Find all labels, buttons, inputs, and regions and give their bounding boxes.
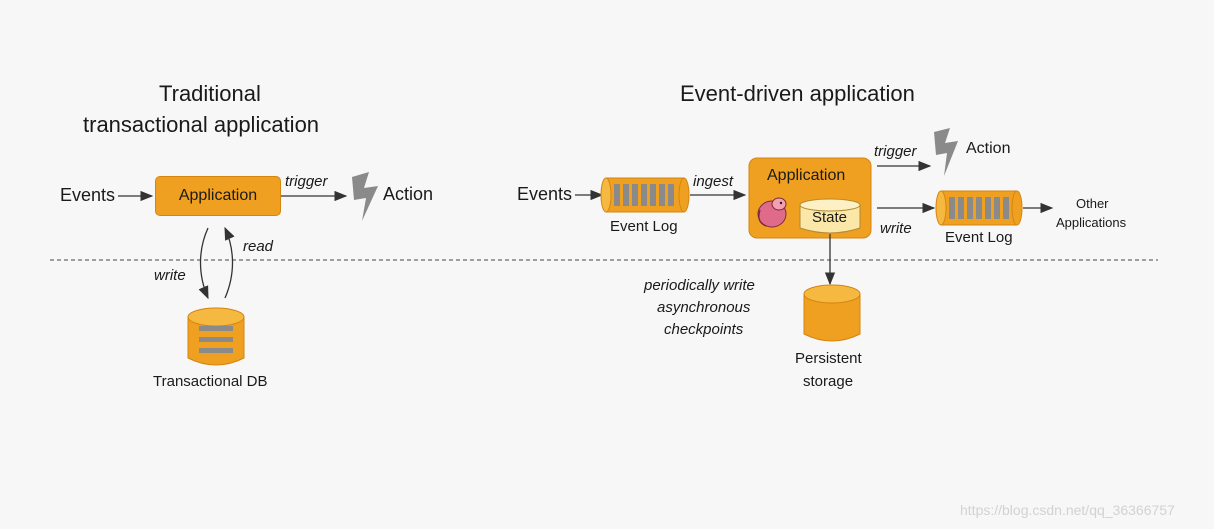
left-title-line2: transactional application bbox=[83, 112, 320, 137]
event-log-out-icon bbox=[935, 190, 1023, 226]
storage-line2: storage bbox=[803, 373, 854, 390]
watermark-text: https://blog.csdn.net/qq_36366757 bbox=[960, 502, 1175, 518]
ingest-label: ingest bbox=[693, 173, 734, 190]
left-read-label: read bbox=[243, 238, 274, 255]
state-label: State bbox=[812, 209, 848, 226]
checkpoint-line1: periodically write bbox=[644, 277, 755, 294]
left-write-label: write bbox=[154, 267, 186, 284]
right-events-label: Events bbox=[517, 184, 573, 204]
state-cylinder-icon bbox=[799, 198, 861, 234]
right-write-label: write bbox=[880, 220, 912, 237]
database-icon bbox=[187, 307, 245, 366]
left-action-label: Action bbox=[383, 184, 434, 204]
left-title-line1: Traditional bbox=[159, 81, 261, 106]
arrow-write-left bbox=[198, 227, 209, 300]
flink-squirrel-icon bbox=[757, 197, 787, 228]
other-apps-line2: Applications bbox=[1056, 215, 1127, 230]
event-log-in-label: Event Log bbox=[610, 218, 678, 235]
checkpoint-line3: checkpoints bbox=[664, 321, 744, 338]
application-box-left: Application bbox=[155, 176, 281, 216]
left-trigger-label: trigger bbox=[285, 173, 328, 190]
checkpoint-line2: asynchronous bbox=[657, 299, 751, 316]
event-log-out-label: Event Log bbox=[945, 229, 1013, 246]
right-action-label: Action bbox=[966, 140, 1011, 157]
application-label-right: Application bbox=[767, 167, 846, 184]
transactional-db-label: Transactional DB bbox=[153, 373, 268, 390]
lightning-icon-left bbox=[352, 172, 378, 221]
persistent-storage-icon bbox=[803, 284, 861, 342]
application-label-left: Application bbox=[178, 187, 258, 204]
lightning-icon-right bbox=[934, 128, 958, 176]
right-trigger-label: trigger bbox=[874, 143, 917, 160]
storage-line1: Persistent bbox=[795, 350, 862, 367]
other-apps-line1: Other bbox=[1076, 196, 1109, 211]
right-title: Event-driven application bbox=[680, 81, 915, 106]
arrow-read-left bbox=[224, 226, 235, 299]
left-events-label: Events bbox=[60, 185, 116, 205]
event-log-in-icon bbox=[600, 177, 690, 213]
